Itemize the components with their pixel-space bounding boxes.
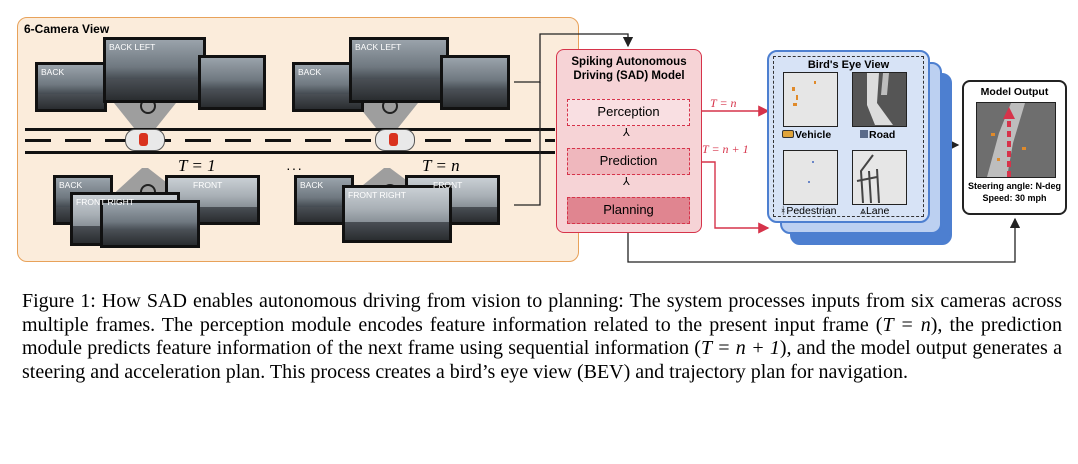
model-output-title: Model Output [980, 86, 1049, 98]
bev-road-text: Road [869, 129, 896, 141]
camera-thumb-back-left: BACK LEFT [103, 37, 206, 103]
bev-road-label: Road [860, 129, 895, 141]
ego-car-icon [125, 129, 165, 151]
camera-thumb-front-right-n: FRONT RIGHT [342, 185, 452, 243]
vehicle-icon [782, 130, 794, 138]
bev-pedestrian-text: Pedestrian [786, 205, 837, 217]
perception-module: Perception [567, 99, 690, 126]
road-icon [860, 130, 868, 138]
road-line-bottom [25, 151, 555, 154]
bev-pedestrian-label: ᚼPedestrian [780, 205, 837, 217]
figure-caption: Figure 1: How SAD enables autonomous dri… [22, 290, 1062, 384]
prediction-module: Prediction [567, 148, 690, 175]
arrow-label-tn: T = n [710, 96, 737, 110]
caption-math2: T = n + 1 [700, 337, 780, 359]
arrow-label-tn1: T = n + 1 [702, 142, 749, 156]
lane-icon: ⩓ [860, 205, 866, 217]
bev-lane-label: ⩓Lane [860, 205, 889, 218]
spike-symbol: ⅄ [623, 127, 630, 139]
bev-title: Bird's Eye View [807, 59, 890, 71]
flow-arrows [514, 33, 1021, 263]
speed-text: Speed: 30 mph [982, 193, 1047, 203]
camera-thumb-back-left-n: BACK LEFT [349, 37, 449, 103]
ego-car-icon [375, 129, 415, 151]
bev-pedestrian-map [783, 150, 838, 205]
bev-road-map [852, 72, 907, 127]
caption-part2: ), the prediction module predicts featur… [22, 313, 1062, 360]
bev-inner-frame [773, 56, 924, 217]
sad-title-line2: Driving (SAD) Model [573, 70, 685, 82]
pedestrian-icon: ᚼ [780, 205, 787, 217]
ellipsis: ··· [286, 160, 303, 176]
time-label-t1: T = 1 [178, 156, 216, 175]
bev-vehicle-map [783, 72, 838, 127]
bev-lane-text: Lane [865, 205, 890, 217]
road-line-top [25, 128, 555, 131]
camera-thumb-back-right-n [440, 55, 510, 110]
sad-title-line1: Spiking Autonomous [571, 56, 687, 68]
camera-view-title: 6-Camera View [24, 22, 110, 36]
camera-thumb-back-right [198, 55, 266, 110]
road-line-dashed [25, 139, 555, 142]
caption-math1: T = n [882, 313, 931, 336]
trajectory-map [976, 102, 1056, 178]
camera-thumb-front-main [100, 200, 200, 248]
bev-vehicle-text: Vehicle [795, 129, 832, 141]
spike-symbol: ⅄ [623, 176, 630, 188]
bev-lane-map [852, 150, 907, 205]
sad-model-title: Spiking Autonomous Driving (SAD) Model [556, 55, 702, 83]
caption-part1: Figure 1: How SAD enables autonomous dri… [22, 290, 1062, 336]
time-label-tn: T = n [422, 156, 460, 175]
planning-module: Planning [567, 197, 690, 224]
caption-part3: ), and the model output generates a stee… [22, 337, 1062, 383]
steering-text: Steering angle: N-deg [967, 181, 1061, 191]
bev-vehicle-label: Vehicle [782, 129, 831, 141]
